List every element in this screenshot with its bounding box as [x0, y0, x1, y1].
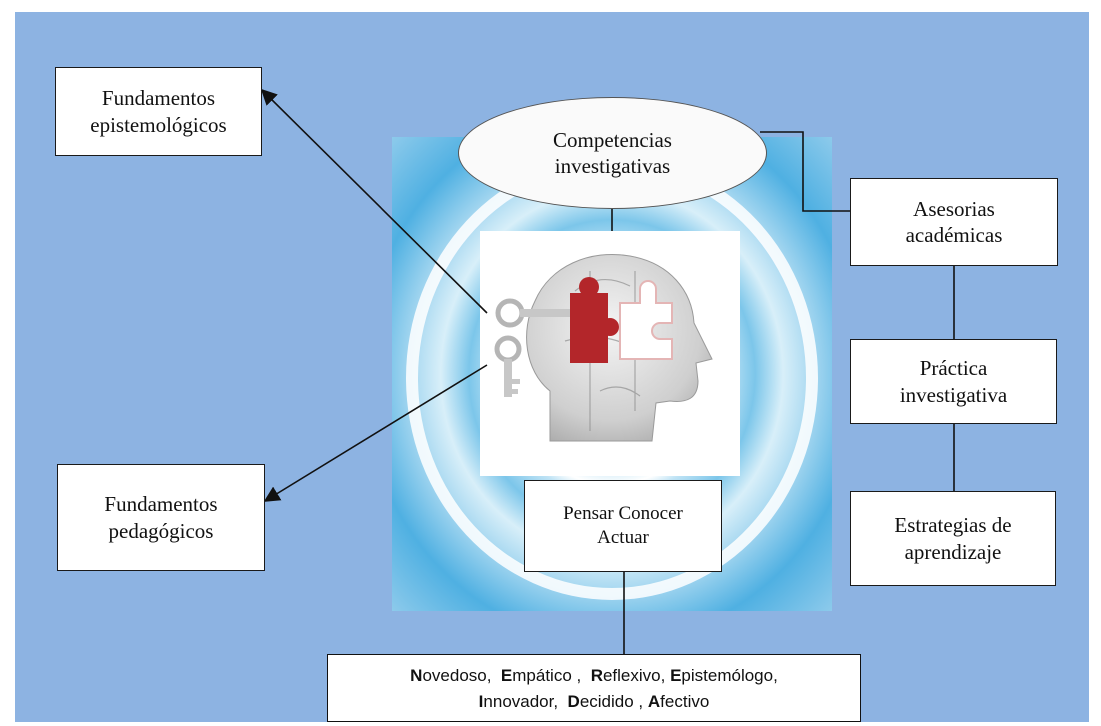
trait: Decidido ,: [567, 692, 644, 712]
fundamentos-pedagogicos-box: Fundamentos pedagógicos: [57, 464, 265, 571]
keys-icon: [494, 298, 570, 397]
traits-box: Novedoso, Empático , Reflexivo, Epistemó…: [327, 654, 861, 722]
fundamentos-epistemologicos-box: Fundamentos epistemológicos: [55, 67, 262, 156]
trait: Novedoso,: [410, 666, 492, 685]
trait: Innovador,: [478, 692, 559, 712]
trait: Epistemólogo,: [670, 666, 778, 685]
competencias-ellipse: Competencias investigativas: [458, 97, 767, 209]
asesorias-box: Asesorias académicas: [850, 178, 1058, 266]
pensar-conocer-actuar-box: Pensar Conocer Actuar: [524, 480, 722, 572]
traits-line-2: Innovador, Decidido , Afectivo: [328, 689, 860, 715]
trait: Empático ,: [500, 666, 582, 685]
head-puzzle-image: [480, 231, 740, 476]
estrategias-box: Estrategias de aprendizaje: [850, 491, 1056, 586]
traits-line-1: Novedoso, Empático , Reflexivo, Epistemó…: [328, 663, 860, 689]
trait: Reflexivo,: [590, 666, 666, 685]
trait: Afectivo: [647, 692, 710, 712]
head-puzzle-icon: [494, 253, 713, 442]
practica-box: Práctica investigativa: [850, 339, 1057, 424]
